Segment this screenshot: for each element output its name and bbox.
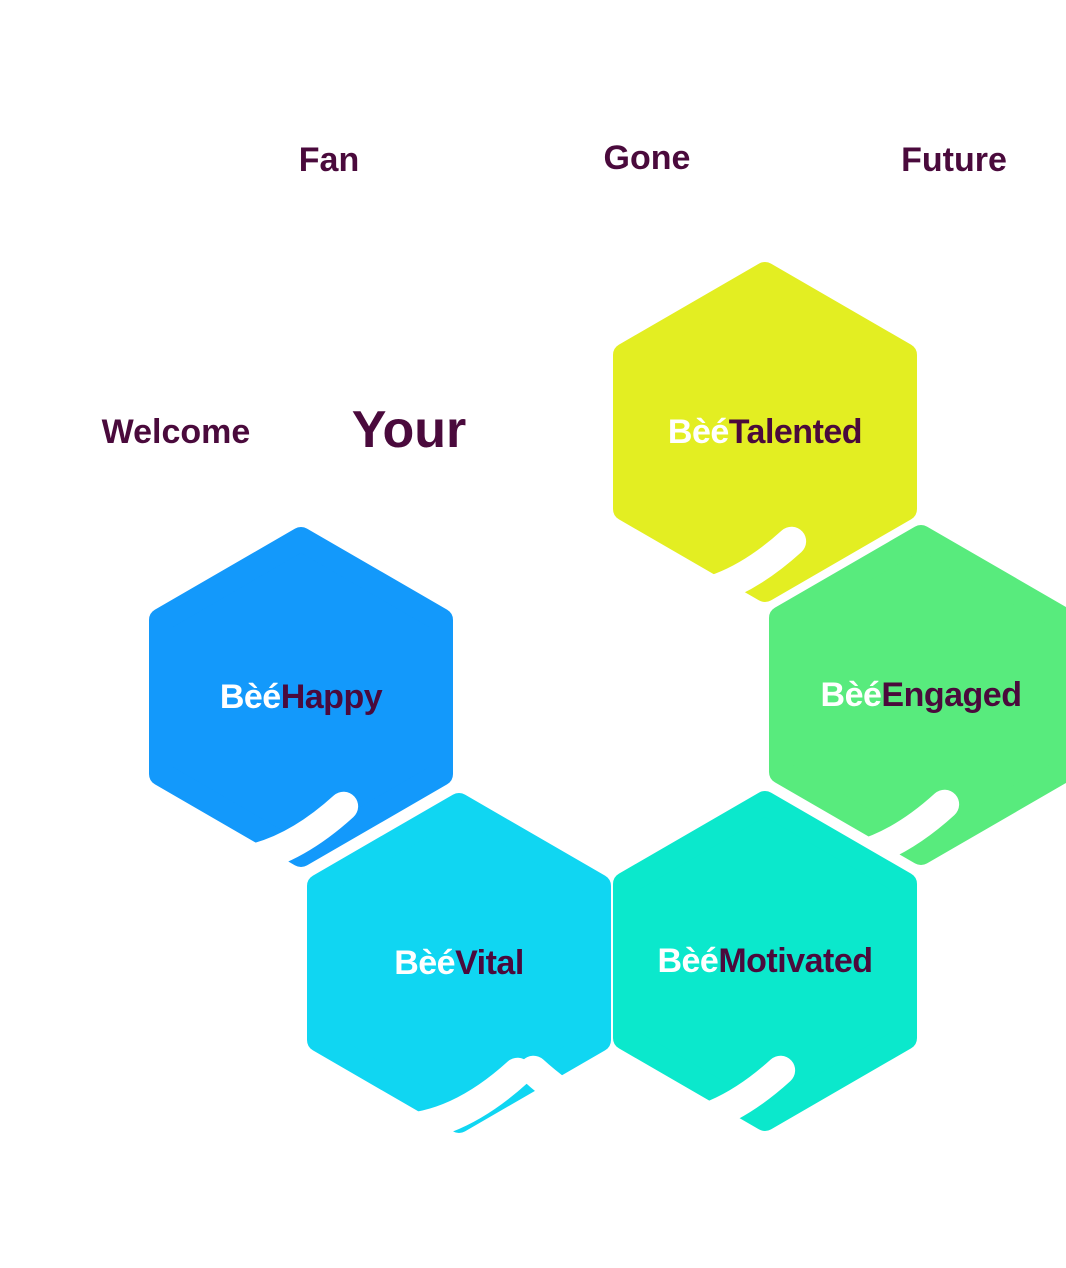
brand-prefix: Bèé <box>682 676 959 875</box>
hexagon-label: Engaged <box>881 675 1022 714</box>
word-welcome: Welcome <box>101 413 251 451</box>
hexagon-shape <box>613 791 917 1131</box>
word-future: Future <box>901 141 1007 179</box>
hexagon-happy: Bèé Happy <box>81 527 453 877</box>
hexagon-vital: Bèé Vital <box>256 793 611 1143</box>
hexagon-shape <box>149 527 453 867</box>
hexagon-shape <box>769 525 1066 865</box>
smile-icon <box>81 791 358 877</box>
hexagon-shape <box>613 262 917 602</box>
word-your: Your <box>351 401 467 459</box>
word-gone: Gone <box>603 139 691 177</box>
brand-prefix: Bèé <box>256 944 533 1143</box>
brand-prefix: Bèé <box>529 413 807 612</box>
brand-prefix: Bèé <box>519 942 796 1141</box>
hexagon-motivated: Bèé Motivated <box>519 791 917 1141</box>
brand-prefix: Bèé <box>81 678 358 877</box>
hexagon-engaged: Bèé Engaged <box>682 525 1066 875</box>
hexagon-label: Talented <box>728 412 863 451</box>
smile-icon <box>519 1055 796 1141</box>
hexagon-label: Motivated <box>718 941 873 980</box>
hexagon-label: Vital <box>455 943 524 982</box>
hexagon-talented: Bèé Talented <box>529 262 917 612</box>
word-fan: Fan <box>298 141 360 179</box>
smile-icon <box>529 526 807 612</box>
smile-icon <box>256 1057 533 1143</box>
hexagon-label: Happy <box>280 677 383 716</box>
